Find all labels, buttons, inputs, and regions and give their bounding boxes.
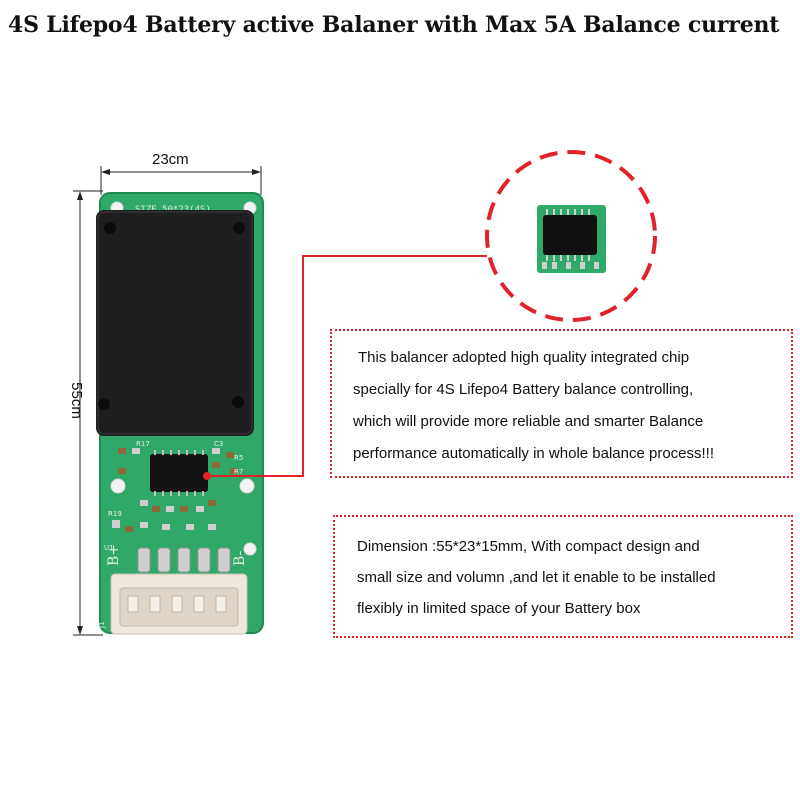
- description-line-4: performance automatically in whole balan…: [353, 445, 715, 462]
- product-title: 4S Lifepo4 Battery active Balaner with M…: [8, 12, 780, 38]
- heatsink: [96, 210, 254, 436]
- label-j1: J1: [98, 621, 106, 629]
- dimension-line-3: flexibly in limited space of your Batter…: [357, 600, 641, 617]
- label-u1: U1: [104, 544, 114, 552]
- label-r5: R5: [234, 454, 243, 462]
- height-dimension-line: [73, 190, 103, 636]
- b-plus-label: B+: [106, 544, 122, 566]
- description-line-2: specially for 4S Lifepo4 Battery balance…: [353, 381, 694, 398]
- description-box: This balancer adopted high quality integ…: [330, 329, 793, 478]
- callout-leader: [203, 255, 487, 480]
- balance-connector: J1: [98, 573, 248, 635]
- label-c3: C3: [214, 440, 223, 448]
- smd-components: R17 C3 R5 R7 R19 U1: [104, 440, 243, 552]
- width-dimension-label: 23cm: [152, 151, 189, 168]
- description-line-3: which will provide more reliable and sma…: [353, 413, 704, 430]
- dimension-line-1: Dimension :55*23*15mm, With compact desi…: [357, 538, 700, 555]
- dimension-line-2: small size and volumn ,and let it enable…: [357, 569, 716, 586]
- description-line-1: This balancer adopted high quality integ…: [358, 349, 690, 366]
- chip-zoom-callout: [485, 150, 657, 322]
- connector-pins: [137, 547, 231, 573]
- label-r19: R19: [108, 510, 122, 518]
- label-r17: R17: [136, 440, 150, 448]
- height-dimension-label: 55cm: [67, 382, 85, 419]
- balancer-chip: [150, 450, 208, 496]
- label-r7: R7: [234, 468, 243, 476]
- b-minus-label: B-: [232, 550, 248, 566]
- width-dimension-line: [100, 166, 262, 195]
- dimension-box: Dimension :55*23*15mm, With compact desi…: [333, 515, 793, 638]
